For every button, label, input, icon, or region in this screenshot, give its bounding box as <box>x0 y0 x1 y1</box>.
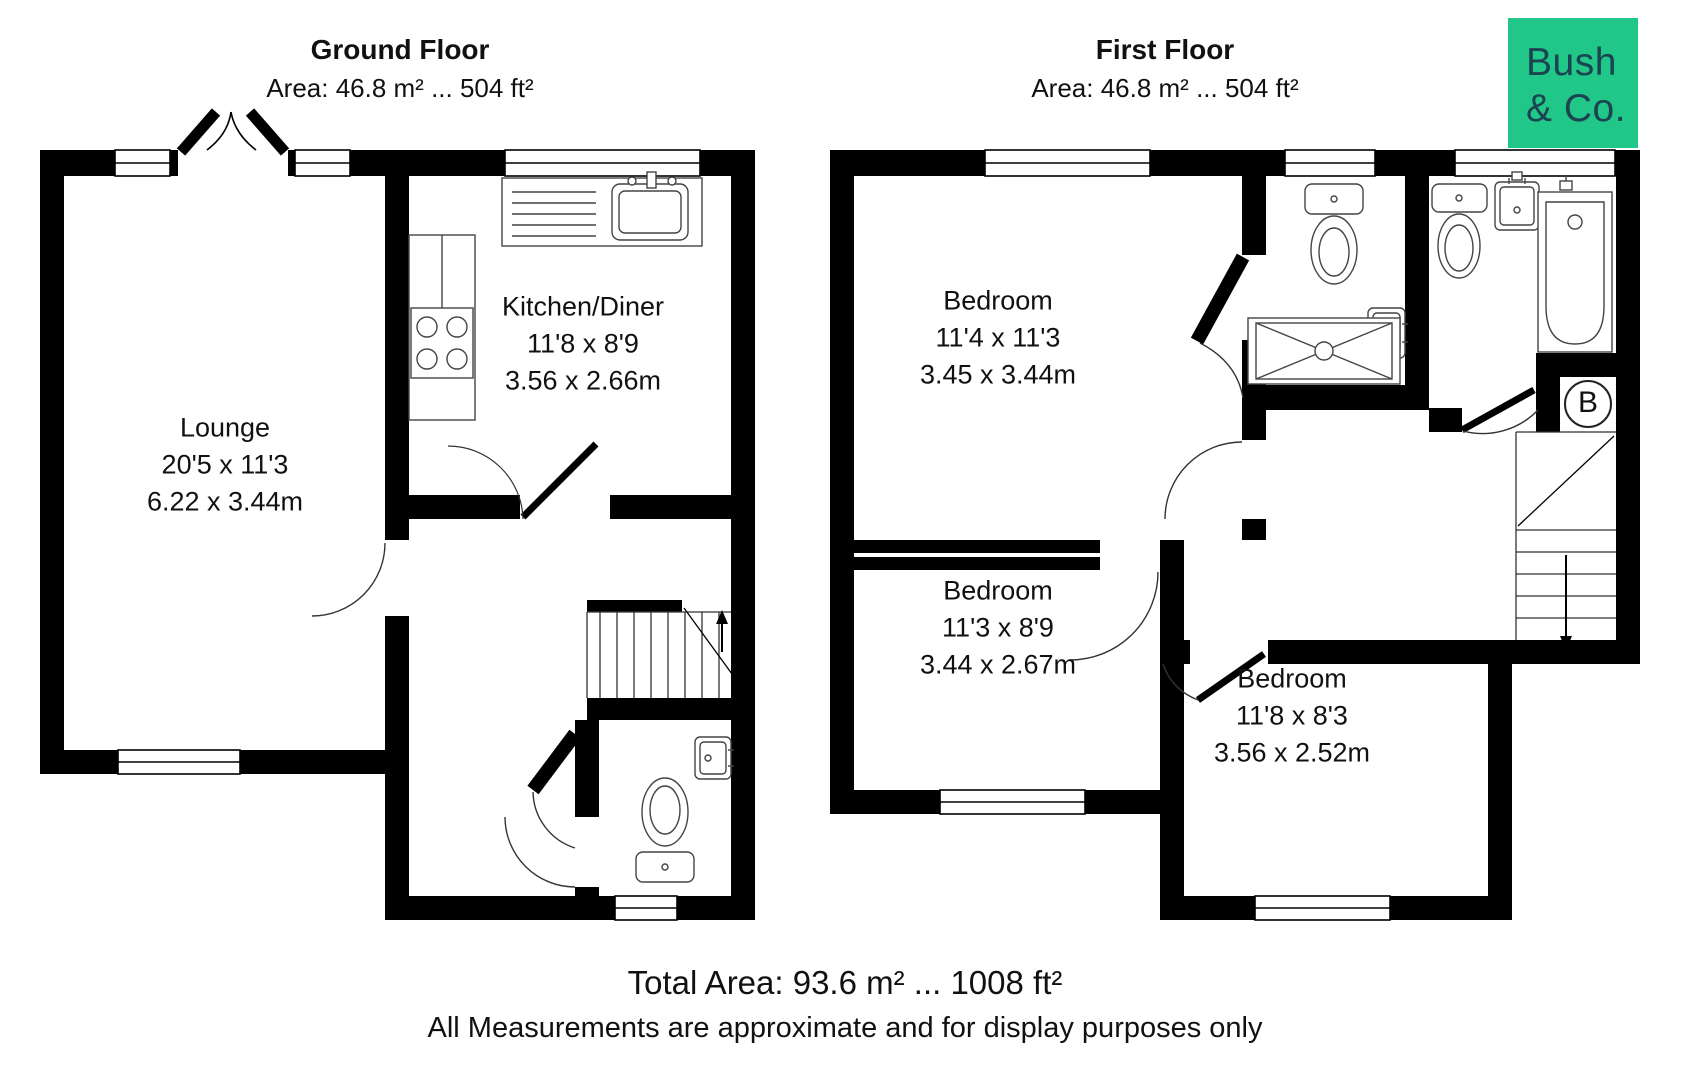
door-arc <box>1199 342 1244 399</box>
first-floor-header: First Floor Area: 46.8 m² ... 504 ft² <box>1031 34 1298 104</box>
door-arc <box>447 445 524 520</box>
chamfer-wall <box>1190 253 1250 345</box>
ground-floor-plan <box>40 108 755 921</box>
door-arc <box>311 542 386 617</box>
door-arc <box>1162 663 1199 701</box>
room-label-kitchen-diner: Kitchen/Diner 11'8 x 8'9 3.56 x 2.66m <box>502 289 664 400</box>
room-name: Bedroom <box>943 575 1053 606</box>
room-name: Lounge <box>179 412 271 443</box>
ground-floor-doors <box>311 441 599 888</box>
door-arc <box>1164 441 1243 520</box>
door-arc <box>504 816 576 888</box>
porch-entrance-icon <box>176 108 290 156</box>
window-icon <box>1254 895 1391 921</box>
door-leaf <box>1195 651 1267 703</box>
front-door-leaf <box>527 729 581 795</box>
room-name: Kitchen/Diner <box>501 291 665 322</box>
room-label-bedroom2: Bedroom 11'3 x 8'9 3.44 x 2.67m <box>920 573 1076 684</box>
room-label-bedroom3: Bedroom 11'8 x 8'3 3.56 x 2.52m <box>1214 661 1370 772</box>
boiler-label: B <box>1577 386 1598 419</box>
first-floor-area: Area: 46.8 m² ... 504 ft² <box>1031 73 1299 103</box>
room-label-lounge: Lounge 20'5 x 11'3 6.22 x 3.44m <box>147 410 303 521</box>
door-arc <box>532 791 576 849</box>
door-arc <box>1069 571 1159 661</box>
window-icon <box>614 895 678 921</box>
room-name: Bedroom <box>943 285 1053 316</box>
first-floor-plan <box>830 149 1640 921</box>
toilet-icon <box>635 777 695 883</box>
room-label-bedroom1: Bedroom 11'4 x 11'3 3.45 x 3.44m <box>920 283 1076 394</box>
first-floor-walls <box>830 150 1640 920</box>
window-icon <box>984 149 1151 177</box>
first-floor-title: First Floor <box>1095 34 1235 65</box>
window-icon <box>1454 149 1616 177</box>
room-size-metric: 6.22 x 3.44m <box>146 486 304 517</box>
ground-floor-area: Area: 46.8 m² ... 504 ft² <box>266 73 534 103</box>
window-icon <box>114 149 171 177</box>
total-area-text: Total Area: 93.6 m² ... 1008 ft² <box>627 964 1063 1001</box>
bathroom-toilet-icon <box>1431 183 1488 279</box>
room-size-metric: 3.45 x 3.44m <box>919 359 1077 390</box>
window-icon <box>294 149 351 177</box>
door-leaf <box>520 441 599 520</box>
first-floor-doors <box>1069 253 1539 703</box>
door-arc <box>1462 409 1539 435</box>
basin-icon <box>694 736 734 780</box>
kitchen-sink-icon <box>501 171 703 247</box>
ensuite-toilet-icon <box>1304 183 1364 285</box>
shower-tray-icon <box>1247 317 1401 385</box>
room-size-imperial: 20'5 x 11'3 <box>161 449 289 480</box>
bathtub-icon <box>1537 175 1613 353</box>
window-icon <box>117 749 241 775</box>
room-size-imperial: 11'8 x 8'9 <box>527 328 639 359</box>
window-icon <box>1284 149 1376 177</box>
boiler-badge: B <box>1564 380 1612 428</box>
kitchen-hob-icon <box>408 234 476 421</box>
door-leaf <box>1460 386 1536 434</box>
window-icon <box>939 789 1086 815</box>
room-name: Bedroom <box>1237 663 1347 694</box>
ground-floor-windows <box>114 149 701 921</box>
logo-line2: & Co. <box>1526 87 1627 130</box>
staircase-up-icon <box>586 607 749 698</box>
bathroom-basin-icon <box>1494 171 1540 231</box>
room-size-metric: 3.44 x 2.67m <box>919 649 1077 680</box>
ground-floor-header: Ground Floor Area: 46.8 m² ... 504 ft² <box>266 34 533 104</box>
disclaimer-text: All Measurements are approximate and for… <box>427 1012 1263 1044</box>
room-size-imperial: 11'4 x 11'3 <box>935 322 1061 353</box>
room-size-metric: 3.56 x 2.52m <box>1213 737 1371 768</box>
staircase-down-icon <box>1515 431 1616 650</box>
ground-floor-title: Ground Floor <box>310 34 490 65</box>
room-size-metric: 3.56 x 2.66m <box>504 365 662 396</box>
room-size-imperial: 11'3 x 8'9 <box>942 612 1054 643</box>
logo-line1: Bush <box>1526 41 1617 84</box>
bush-and-co-logo: Bush & Co. <box>1508 18 1638 148</box>
first-floor-windows <box>854 149 1616 921</box>
window-icon <box>504 149 701 177</box>
footer: Total Area: 93.6 m² ... 1008 ft² All Mea… <box>428 964 1263 1045</box>
room-size-imperial: 11'8 x 8'3 <box>1236 700 1348 731</box>
